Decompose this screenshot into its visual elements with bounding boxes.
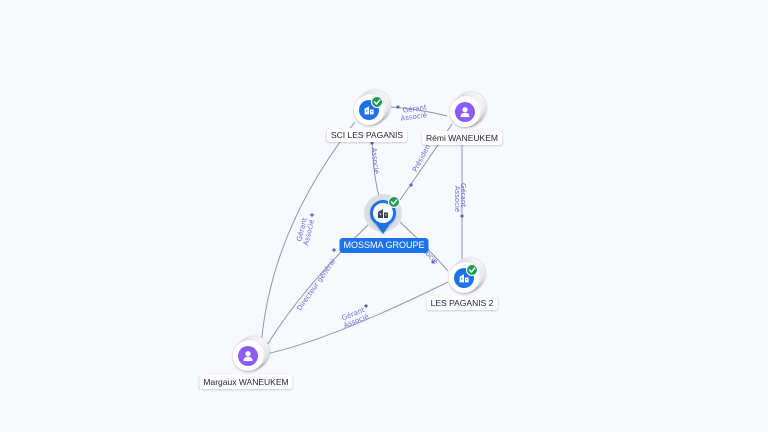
node-mossma[interactable] (364, 194, 402, 234)
building-icon (459, 274, 469, 283)
edge-label: Associé (453, 186, 461, 212)
edge-line (390, 106, 448, 117)
node-sci[interactable] (354, 89, 391, 125)
edge-arrow-marker (332, 248, 336, 252)
verified-check-icon (388, 196, 400, 208)
node-margaux[interactable] (233, 335, 270, 371)
verified-check-icon (371, 96, 383, 108)
node-label-paganis2[interactable]: LES PAGANIS 2 (426, 296, 498, 310)
building-icon (364, 106, 374, 115)
edge-label: Associé (400, 111, 427, 123)
edge-arrow-marker (310, 213, 314, 217)
person-icon (243, 351, 253, 361)
node-label-sci[interactable]: SCI LES PAGANIS (326, 128, 408, 142)
building-icon (378, 209, 388, 218)
edge-label: Gérant (402, 103, 427, 114)
edge-label: Directeur général (295, 257, 337, 312)
edge-line (260, 121, 356, 348)
edge-arrow-marker (431, 260, 435, 264)
node-paganis2[interactable] (449, 257, 486, 293)
edge-arrow-marker (364, 304, 368, 308)
node-remi[interactable] (450, 91, 487, 127)
edge-arrow-marker (370, 141, 374, 145)
person-icon (460, 107, 470, 117)
edge-label: Associé (370, 147, 381, 174)
edge-arrow-marker (409, 183, 413, 187)
node-label-remi[interactable]: Rémi WANEUKEM (422, 131, 502, 145)
edge-line (265, 281, 449, 355)
edge-arrow-marker (396, 105, 400, 109)
verified-check-icon (466, 264, 478, 276)
node-label-margaux[interactable]: Margaux WANEUKEM (199, 375, 293, 389)
edge-arrow-marker (460, 214, 464, 218)
node-label-mossma[interactable]: MOSSMA GROUPE (339, 238, 429, 253)
edge-label: Gérant (459, 183, 467, 207)
